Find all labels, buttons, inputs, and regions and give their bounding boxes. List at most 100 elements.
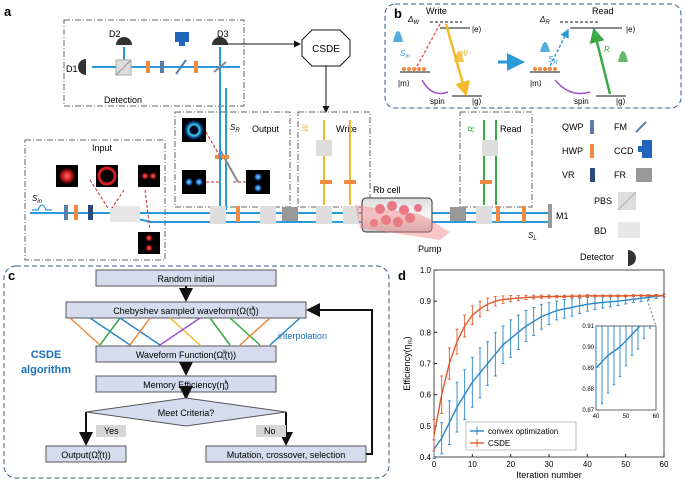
fr-icon <box>636 168 652 182</box>
hwp-icon <box>590 144 594 158</box>
d2-label: D2 <box>109 29 121 39</box>
d3-detector-icon <box>212 37 228 45</box>
svg-text:W: W <box>460 49 469 58</box>
legend-hwp: HWP <box>562 146 583 156</box>
svg-text:Output(Ωki(t)): Output(Ωki(t)) <box>61 450 111 462</box>
write-beam-label: W <box>301 123 310 132</box>
detection-label: Detection <box>104 95 142 105</box>
detection-hwp <box>146 61 150 73</box>
svg-text:Mutation, crossover, selection: Mutation, crossover, selection <box>227 450 346 460</box>
detector-icon <box>628 250 636 266</box>
level-e-write: |e⟩ <box>472 25 482 34</box>
x-tick-label: 20 <box>506 460 515 469</box>
svg-text:Sin: Sin <box>400 49 411 60</box>
faraday-rotator <box>282 207 298 221</box>
no-tag <box>256 425 286 437</box>
legend-label-1: CSDE <box>488 439 510 448</box>
inset-y-tick-label: 0.88 <box>582 387 594 393</box>
flip-mirror-icon <box>175 59 187 75</box>
read-beam-label: R <box>467 126 476 132</box>
legend-qwp: QWP <box>562 122 584 132</box>
svg-text:Random initial: Random initial <box>157 274 214 284</box>
legend-pbs: PBS <box>594 196 612 206</box>
read-label: Read <box>500 124 522 134</box>
legend-box <box>465 421 577 451</box>
x-tick-label: 10 <box>468 460 477 469</box>
level-e-read: |e⟩ <box>626 25 636 34</box>
x-tick-label: 30 <box>545 460 554 469</box>
ccd-camera-icon <box>175 32 189 42</box>
svg-text:SR: SR <box>548 55 558 66</box>
x-tick-label: 50 <box>621 460 630 469</box>
detection-qwp <box>160 61 164 73</box>
inset-x-tick-label: 60 <box>653 414 660 420</box>
inset-y-tick-label: 0.90 <box>582 345 594 351</box>
panel-label-a: a <box>4 4 12 19</box>
legend-label-0: convex optimization <box>488 427 558 436</box>
input-label: Input <box>92 143 113 153</box>
inset-x-tick-label: 40 <box>593 414 600 420</box>
pump-label: Pump <box>418 244 442 254</box>
svg-text:ΔW: ΔW <box>407 15 420 26</box>
write-level-title: Write <box>426 6 447 16</box>
input-mode-spot <box>59 168 75 184</box>
legend-fr: FR <box>614 170 626 180</box>
decision-diamond <box>85 397 287 427</box>
interpolation-lines <box>69 317 301 346</box>
mirror-m1 <box>548 204 552 228</box>
level-g-read: |g⟩ <box>616 97 626 106</box>
input-bd <box>110 206 140 222</box>
level-g-write: |g⟩ <box>472 97 482 106</box>
panel-label-d: d <box>398 268 406 283</box>
y-tick-label: 0.9 <box>420 297 432 306</box>
svg-text:No: No <box>264 426 276 436</box>
step-output <box>45 445 127 463</box>
y-tick-label: 0.7 <box>420 360 432 369</box>
s-r-label: SR <box>230 123 240 134</box>
inset-series-0-group <box>596 326 652 410</box>
ccd-icon <box>642 140 652 158</box>
x-tick-label: 40 <box>583 460 592 469</box>
output-mode-ring <box>184 120 204 140</box>
series-0-group <box>432 293 666 460</box>
y-tick-label: 0.5 <box>420 422 432 431</box>
panel-label-c: c <box>8 268 15 283</box>
d3-label: D3 <box>217 29 229 39</box>
inset-x-tick-label: 50 <box>623 414 630 420</box>
flowchart: Random initial Chebyshev sampled wavefor… <box>45 269 373 463</box>
legend-detector: Detector <box>580 252 614 262</box>
input-pulse <box>32 204 52 211</box>
detection-box <box>63 19 245 107</box>
inset-y-tick-label: 0.89 <box>582 366 594 372</box>
interpolation-label: interpolation <box>278 331 327 341</box>
level-m-read: |m⟩ <box>530 79 542 88</box>
y-tick-label: 0.6 <box>420 391 432 400</box>
legend-bd: BD <box>594 226 607 236</box>
rb-cell-label: Rb cell <box>373 185 401 195</box>
panel-c-box <box>3 265 390 479</box>
component-legend: QWP FM HWP CCD VR FR PBS BD Detector <box>562 120 652 266</box>
fm-icon <box>635 121 647 133</box>
panel-b-box <box>384 3 682 109</box>
output-box <box>174 111 291 208</box>
inset-connector <box>645 295 657 327</box>
y-tick-label: 1.0 <box>420 266 432 275</box>
csde-block <box>301 29 351 67</box>
svg-text:ΔR: ΔR <box>539 15 550 26</box>
bd-icon <box>618 222 640 238</box>
legend-vr: VR <box>562 170 575 180</box>
x-tick-label: 60 <box>660 460 669 469</box>
spin-label-write: spin <box>430 97 445 106</box>
s-l-label: SL <box>528 231 537 242</box>
csde-label: CSDE <box>312 44 340 55</box>
series-1-group <box>432 294 666 452</box>
output-mode-spot <box>185 178 193 186</box>
s-in-label: Sin <box>32 194 43 205</box>
inset-y-tick-label: 0.87 <box>582 408 594 414</box>
y-tick-label: 0.8 <box>420 328 432 337</box>
y-axis-label: Efficiency(ηm) <box>402 336 414 390</box>
svg-text:Yes: Yes <box>104 426 119 436</box>
